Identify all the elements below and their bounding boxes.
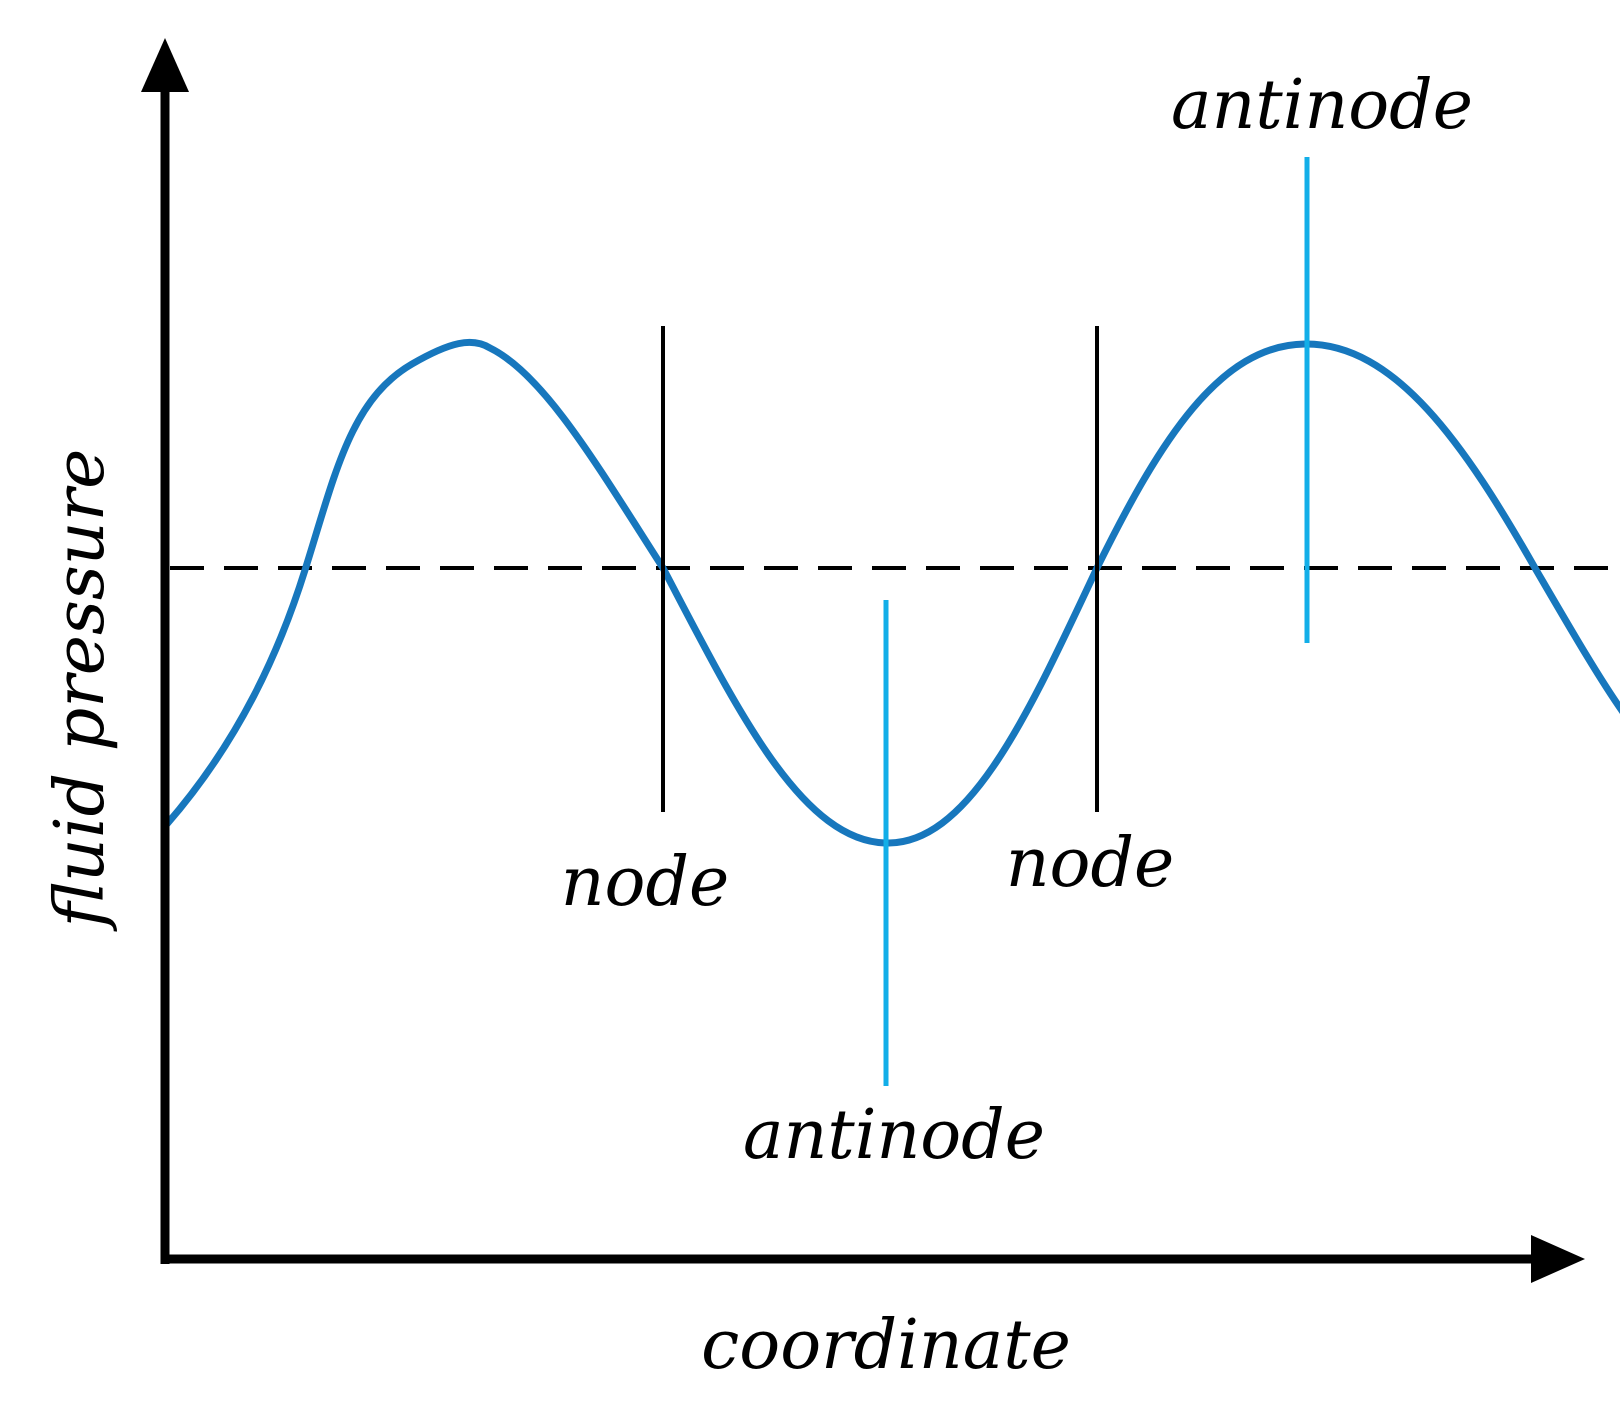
pressure-wave-curve bbox=[163, 338, 1620, 847]
y-axis-arrowhead bbox=[141, 38, 189, 92]
node-label-right: node bbox=[1006, 824, 1175, 903]
x-axis-label: coordinate bbox=[701, 1306, 1071, 1385]
x-axis-arrowhead bbox=[1531, 1235, 1585, 1283]
y-axis-label: fluid pressure bbox=[41, 449, 120, 933]
node-label-left: node bbox=[561, 843, 730, 922]
antinode-label-top: antinode bbox=[1171, 66, 1473, 145]
antinode-label-bottom: antinode bbox=[743, 1096, 1045, 1175]
